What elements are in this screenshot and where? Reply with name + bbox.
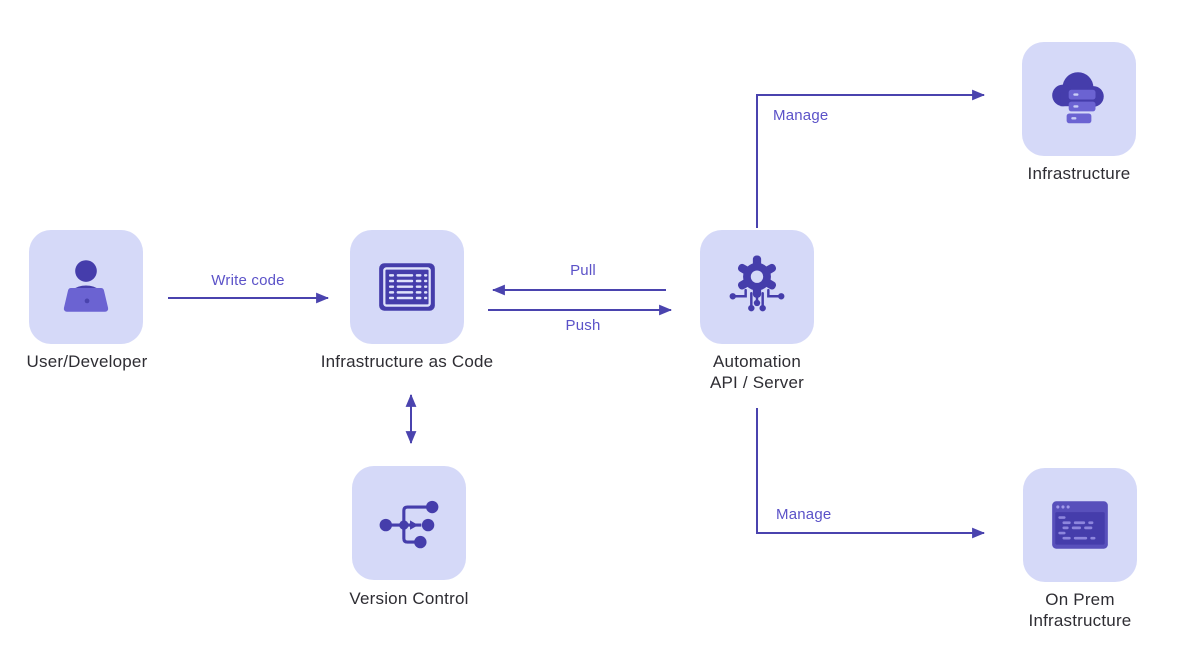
node-version-control xyxy=(352,466,466,580)
node-label-line: On Prem xyxy=(1045,590,1115,609)
node-infrastructure-as-code xyxy=(350,230,464,344)
node-on-prem-infrastructure xyxy=(1023,468,1137,582)
node-label-infrastructure-as-code: Infrastructure as Code xyxy=(320,352,494,371)
cloud-server-icon xyxy=(1046,66,1112,132)
edge-label-pull: Pull xyxy=(570,262,596,279)
node-infrastructure xyxy=(1022,42,1136,156)
node-label-line: Automation xyxy=(713,352,801,371)
edge-label-push: Push xyxy=(565,317,601,334)
node-user-developer xyxy=(29,230,143,344)
node-label-user-developer: User/Developer xyxy=(26,352,148,371)
git-branch-icon xyxy=(376,490,442,556)
code-window-icon xyxy=(374,254,440,320)
node-label-line: API / Server xyxy=(709,373,805,392)
gear-circuit-icon xyxy=(724,254,790,320)
edge-label-manage-bottom: Manage xyxy=(776,506,832,523)
node-label-infrastructure: Infrastructure xyxy=(1027,164,1131,183)
edge-label-manage-top: Manage xyxy=(773,107,829,124)
node-label-version-control: Version Control xyxy=(349,589,469,608)
edge-label-write-code: Write code xyxy=(211,272,285,289)
terminal-window-icon xyxy=(1047,492,1113,558)
edge-manage-bottom xyxy=(756,408,986,539)
node-label-automation-api-server: Automation API / Server xyxy=(637,351,877,393)
node-automation-api-server xyxy=(700,230,814,344)
node-label-line: Infrastructure xyxy=(1028,611,1132,630)
node-label-on-prem-infrastructure: On Prem Infrastructure xyxy=(960,589,1200,631)
edge-manage-top xyxy=(756,89,986,228)
person-laptop-icon xyxy=(53,254,119,320)
